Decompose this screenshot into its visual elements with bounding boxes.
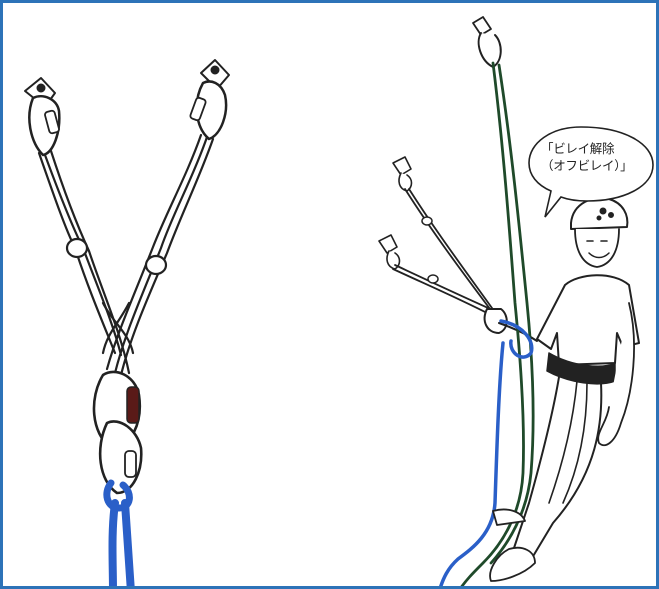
speech-line-1: 「ビレイ解除 (541, 141, 614, 156)
anchor-bolt-upper (393, 157, 411, 175)
top-quickdraw (479, 33, 501, 67)
top-bolt (473, 17, 491, 35)
anchor-bolt-lower (379, 235, 397, 253)
helmet (571, 198, 627, 229)
face (575, 229, 619, 267)
right-sling-knot (146, 256, 166, 274)
left-anchor-diagram (25, 60, 229, 493)
speech-bubble-text: 「ビレイ解除 （オフビレイ）」 (541, 140, 651, 174)
right-shoe (490, 548, 535, 581)
speech-line-2: （オフビレイ）」 (541, 158, 632, 173)
left-sling-knot (67, 239, 87, 257)
left-shoe (493, 509, 525, 525)
left-blue-rope (107, 483, 131, 589)
anchor-illustration (3, 3, 659, 589)
